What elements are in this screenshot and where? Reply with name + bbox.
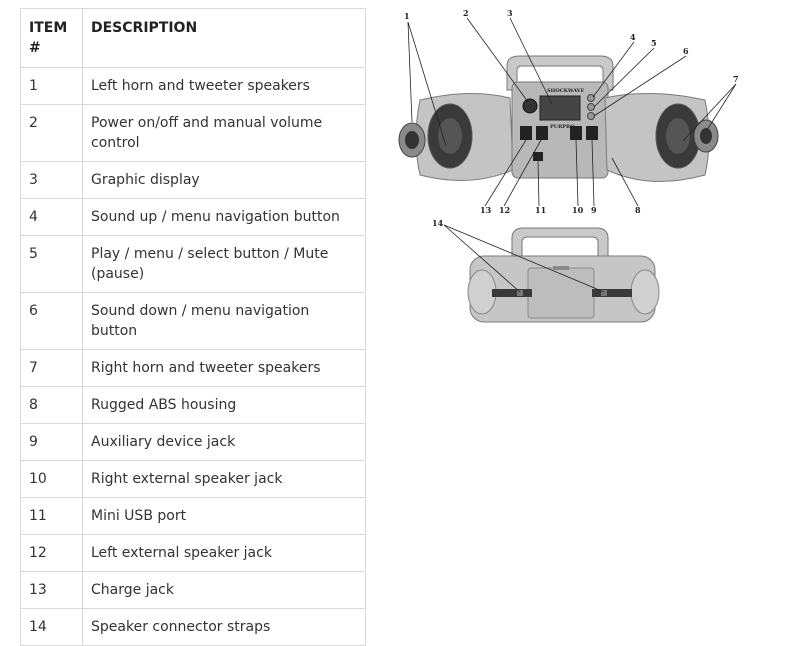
item-number: 14 (20, 608, 83, 646)
item-number: 1 (20, 67, 83, 105)
nav-down-button-icon (587, 112, 595, 120)
svg-text:9: 9 (591, 205, 597, 215)
brand-label: SHOCKWAVE (547, 88, 585, 94)
svg-text:3: 3 (507, 8, 513, 18)
graphic-display (539, 95, 581, 121)
usb-port-icon (533, 152, 543, 161)
item-description: Sound up / menu navigation button (82, 198, 366, 236)
item-description: Sound down / menu navigation button (82, 292, 366, 350)
item-description: Rugged ABS housing (82, 386, 366, 424)
svg-text:14: 14 (432, 218, 444, 228)
speaker-diagram: SHOCKWAVE PURPRO 1 2 3 4 5 6 7 8 9 10 1 (398, 8, 739, 323)
item-description: Play / menu / select button / Mute (paus… (82, 235, 366, 293)
item-description: Speaker connector straps (82, 608, 366, 646)
table-header-row: ITEM # DESCRIPTION (20, 8, 366, 68)
item-number: 11 (20, 497, 83, 535)
svg-text:13: 13 (480, 205, 492, 215)
connector-strap-left (492, 289, 532, 297)
svg-text:7: 7 (733, 74, 739, 84)
item-number: 9 (20, 423, 83, 461)
item-number: 6 (20, 292, 83, 350)
item-number: 10 (20, 460, 83, 498)
nav-button-icon (587, 94, 595, 102)
svg-text:8: 8 (635, 205, 641, 215)
svg-text:12: 12 (499, 205, 510, 215)
item-description: Mini USB port (82, 497, 366, 535)
item-description: Power on/off and manual volume control (82, 104, 366, 162)
item-number: 4 (20, 198, 83, 236)
svg-text:4: 4 (630, 32, 636, 42)
aux-jack-icon (586, 126, 598, 140)
charge-jack-icon (520, 126, 532, 140)
item-description: Right external speaker jack (82, 460, 366, 498)
item-number: 5 (20, 235, 83, 293)
item-number: 7 (20, 349, 83, 387)
item-description: Left external speaker jack (82, 534, 366, 572)
item-description: Right horn and tweeter speakers (82, 349, 366, 387)
item-number: 2 (20, 104, 83, 162)
right-speaker-jack-icon (570, 126, 582, 140)
model-label: PURPRO (550, 124, 575, 130)
svg-text:11: 11 (535, 205, 546, 215)
item-description: Charge jack (82, 571, 366, 609)
svg-text:6: 6 (683, 46, 689, 56)
item-description: Graphic display (82, 161, 366, 199)
item-number: 12 (20, 534, 83, 572)
left-speaker-jack-icon (536, 126, 548, 140)
header-description: DESCRIPTION (82, 8, 366, 68)
svg-text:2: 2 (463, 8, 469, 18)
back-handle (511, 227, 609, 259)
item-number: 13 (20, 571, 83, 609)
svg-text:1: 1 (404, 11, 410, 21)
header-item: ITEM # (20, 8, 83, 68)
svg-text:5: 5 (651, 38, 657, 48)
item-number: 8 (20, 386, 83, 424)
item-number: 3 (20, 161, 83, 199)
connector-strap-right (592, 289, 632, 297)
item-description: Auxiliary device jack (82, 423, 366, 461)
item-description: Left horn and tweeter speakers (82, 67, 366, 105)
volume-knob-icon (522, 98, 538, 114)
select-button-icon (587, 103, 595, 111)
svg-text:10: 10 (572, 205, 584, 215)
